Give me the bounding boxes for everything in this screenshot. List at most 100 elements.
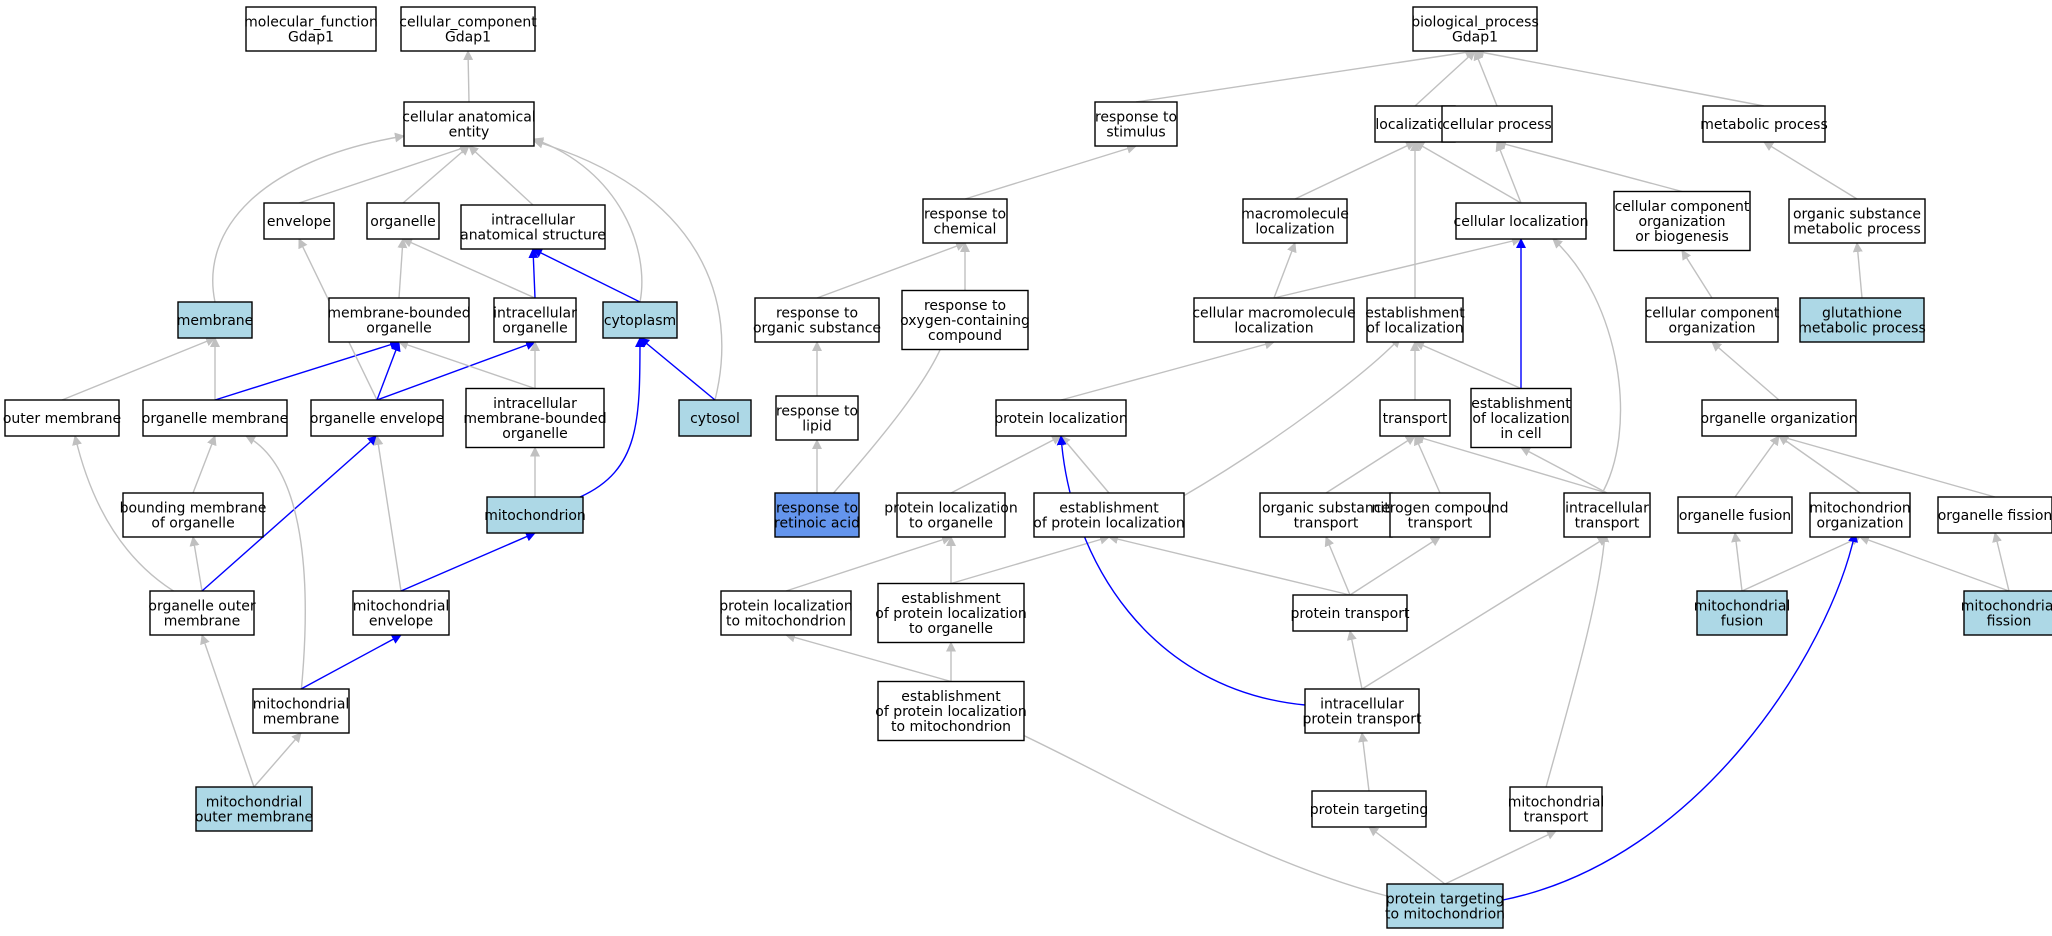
node-box xyxy=(1937,496,2052,534)
node-box xyxy=(1788,198,1926,244)
node-label: metabolic process xyxy=(1700,117,1828,133)
edge-bmo-to-org_membrane xyxy=(192,435,217,494)
node-cytosol[interactable]: cytosol xyxy=(678,399,752,437)
node-label: organic substance xyxy=(753,321,881,337)
node-org-membrane[interactable]: organelle membrane xyxy=(142,399,288,437)
node-label: oxygen-containing xyxy=(900,313,1030,329)
edge-ost-to-transport xyxy=(1325,435,1416,494)
node-prot-loc[interactable]: protein localization xyxy=(994,399,1128,437)
node-membrane[interactable]: membrane xyxy=(177,301,254,339)
edge-osmp-to-met_proc xyxy=(1763,141,1858,200)
node-cell-loc[interactable]: cellular localization xyxy=(1454,202,1589,240)
node-org-fission[interactable]: organelle fission xyxy=(1937,496,2052,534)
node-prot-transport[interactable]: protein transport xyxy=(1291,594,1410,632)
node-box xyxy=(754,297,880,343)
node-label: cellular localization xyxy=(1454,214,1589,230)
node-label: fusion xyxy=(1721,614,1763,630)
node-label: stimulus xyxy=(1106,125,1165,141)
node-box xyxy=(1412,6,1538,52)
node-box xyxy=(1563,492,1651,538)
node-label: protein localization xyxy=(719,599,852,615)
edge-mom-to-mito_mem xyxy=(253,732,302,788)
node-transport[interactable]: transport xyxy=(1379,399,1451,437)
edge-cell_loc-to-cell_proc xyxy=(1495,141,1522,204)
edge-cell_loc-to-localization xyxy=(1414,141,1522,204)
node-label: of protein localization xyxy=(875,704,1026,720)
node-organelle[interactable]: organelle xyxy=(366,202,440,240)
edge-pltm-to-plto xyxy=(785,535,952,592)
node-met-proc[interactable]: metabolic process xyxy=(1700,105,1828,143)
node-prot-targeting[interactable]: protein targeting xyxy=(1310,790,1428,828)
node-org-fusion[interactable]: organelle fusion xyxy=(1677,496,1793,534)
node-label: membrane-bounded xyxy=(463,411,606,427)
node-cell-proc[interactable]: cellular process xyxy=(1441,105,1553,143)
node-cytoplasm[interactable]: cytoplasm xyxy=(602,301,678,339)
edge-outer_membrane-to-membrane xyxy=(61,336,216,401)
edge-ptm-to-mito_org xyxy=(1502,532,1859,901)
edge-org_fusion-to-org_org xyxy=(1734,435,1780,498)
node-box xyxy=(403,101,535,147)
node-label: or biogenesis xyxy=(1635,229,1729,245)
node-box xyxy=(1677,496,1793,534)
edge-glut-to-osmp xyxy=(1852,242,1863,299)
node-box xyxy=(922,198,1008,244)
node-label: protein transport xyxy=(1291,606,1410,622)
edge-ias-to-cae xyxy=(468,145,534,206)
node-org-org[interactable]: organelle organization xyxy=(1701,399,1858,437)
edge-oom-to-bmo xyxy=(189,536,203,592)
node-box xyxy=(1094,101,1178,147)
node-label: mitochondrial xyxy=(253,697,350,713)
edge-ptm-to-epltm xyxy=(1009,728,1388,897)
node-label: organelle xyxy=(502,321,567,337)
node-envelope[interactable]: envelope xyxy=(263,202,335,240)
node-outer-membrane[interactable]: outer membrane xyxy=(3,399,121,437)
node-org-envelope[interactable]: organelle envelope xyxy=(310,399,444,437)
node-label: to mitochondrion xyxy=(1385,907,1505,923)
node-box xyxy=(1033,492,1185,538)
node-mito[interactable]: mitochondrion xyxy=(484,496,586,534)
edge-mito-to-cytoplasm xyxy=(579,337,645,498)
